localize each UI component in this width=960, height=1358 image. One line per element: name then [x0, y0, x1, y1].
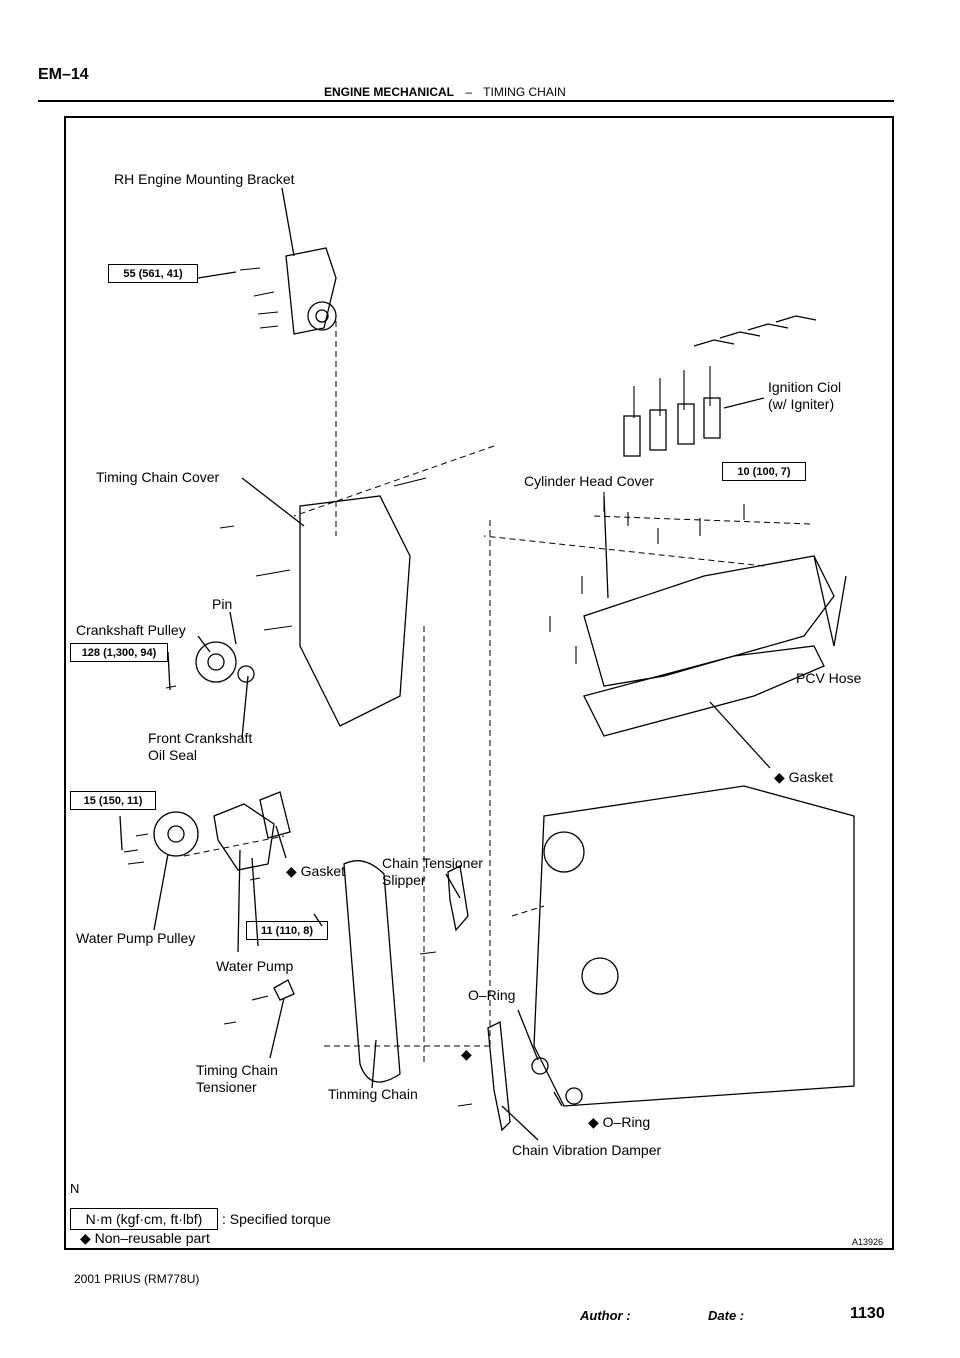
torque-box: 128 (1,300, 94): [70, 643, 168, 662]
label-o-ring-nonreusable: ◆ O–Ring: [588, 1114, 651, 1130]
header-separator: –: [465, 85, 473, 99]
label-timing-chain-cover: Timing Chain Cover: [96, 469, 220, 485]
label-gasket-head-cover: ◆ Gasket: [774, 769, 834, 785]
page-code: EM–14: [38, 66, 89, 83]
label-water-pump: Water Pump: [216, 958, 294, 974]
figure-id: A13926: [852, 1237, 884, 1247]
legend-specified-torque: : Specified torque: [222, 1211, 331, 1227]
torque-box: 10 (100, 7): [722, 462, 806, 481]
header-rule: [38, 100, 894, 102]
label-crankshaft-pulley: Crankshaft Pulley: [76, 622, 186, 638]
label-water-pump-pulley: Water Pump Pulley: [76, 930, 196, 946]
label-gasket-water-pump: ◆ Gasket: [286, 863, 346, 879]
label-front-crankshaft-oil-seal: Front Crankshaft Oil Seal: [148, 730, 253, 763]
label-chain-vibration-damper: Chain Vibration Damper: [512, 1142, 662, 1158]
legend-unit-box: N·m (kgf·cm, ft·lbf): [70, 1208, 218, 1230]
label-rh-mounting-bracket: RH Engine Mounting Bracket: [114, 171, 295, 187]
header-section: ENGINE MECHANICAL: [324, 85, 455, 99]
label-pcv-hose: PCV Hose: [796, 670, 862, 686]
label-cylinder-head-cover: Cylinder Head Cover: [524, 473, 654, 489]
footer-author: Author :: [580, 1308, 631, 1323]
footer-model: 2001 PRIUS (RM778U): [74, 1272, 200, 1286]
label-timing-chain: Tinming Chain: [328, 1086, 418, 1102]
header-title: ENGINE MECHANICAL – TIMING CHAIN: [324, 85, 566, 99]
label-pin: Pin: [212, 596, 233, 612]
figure-frame: [64, 116, 894, 1250]
label-chain-tensioner-slipper: Chain Tensioner Slipper: [382, 855, 483, 888]
torque-box: 11 (110, 8): [246, 921, 328, 940]
torque-box: 15 (150, 11): [70, 791, 156, 810]
legend-nonreusable-part: ◆ Non–reusable part: [80, 1230, 210, 1246]
footer-date: Date :: [708, 1308, 745, 1323]
page-number: 1130: [850, 1305, 885, 1322]
exploded-diagram: [119, 187, 855, 1141]
label-timing-chain-tensioner: Timing Chain Tensioner: [196, 1062, 278, 1095]
label-o-ring: O–Ring: [468, 987, 516, 1003]
label-nonreusable-mark: ◆: [461, 1046, 472, 1062]
label-ignition-coil: Ignition Ciol (w/ Igniter): [768, 379, 842, 412]
header-subsection: TIMING CHAIN: [483, 85, 566, 99]
north-mark: N: [70, 1181, 80, 1196]
torque-box: 55 (561, 41): [108, 264, 198, 283]
